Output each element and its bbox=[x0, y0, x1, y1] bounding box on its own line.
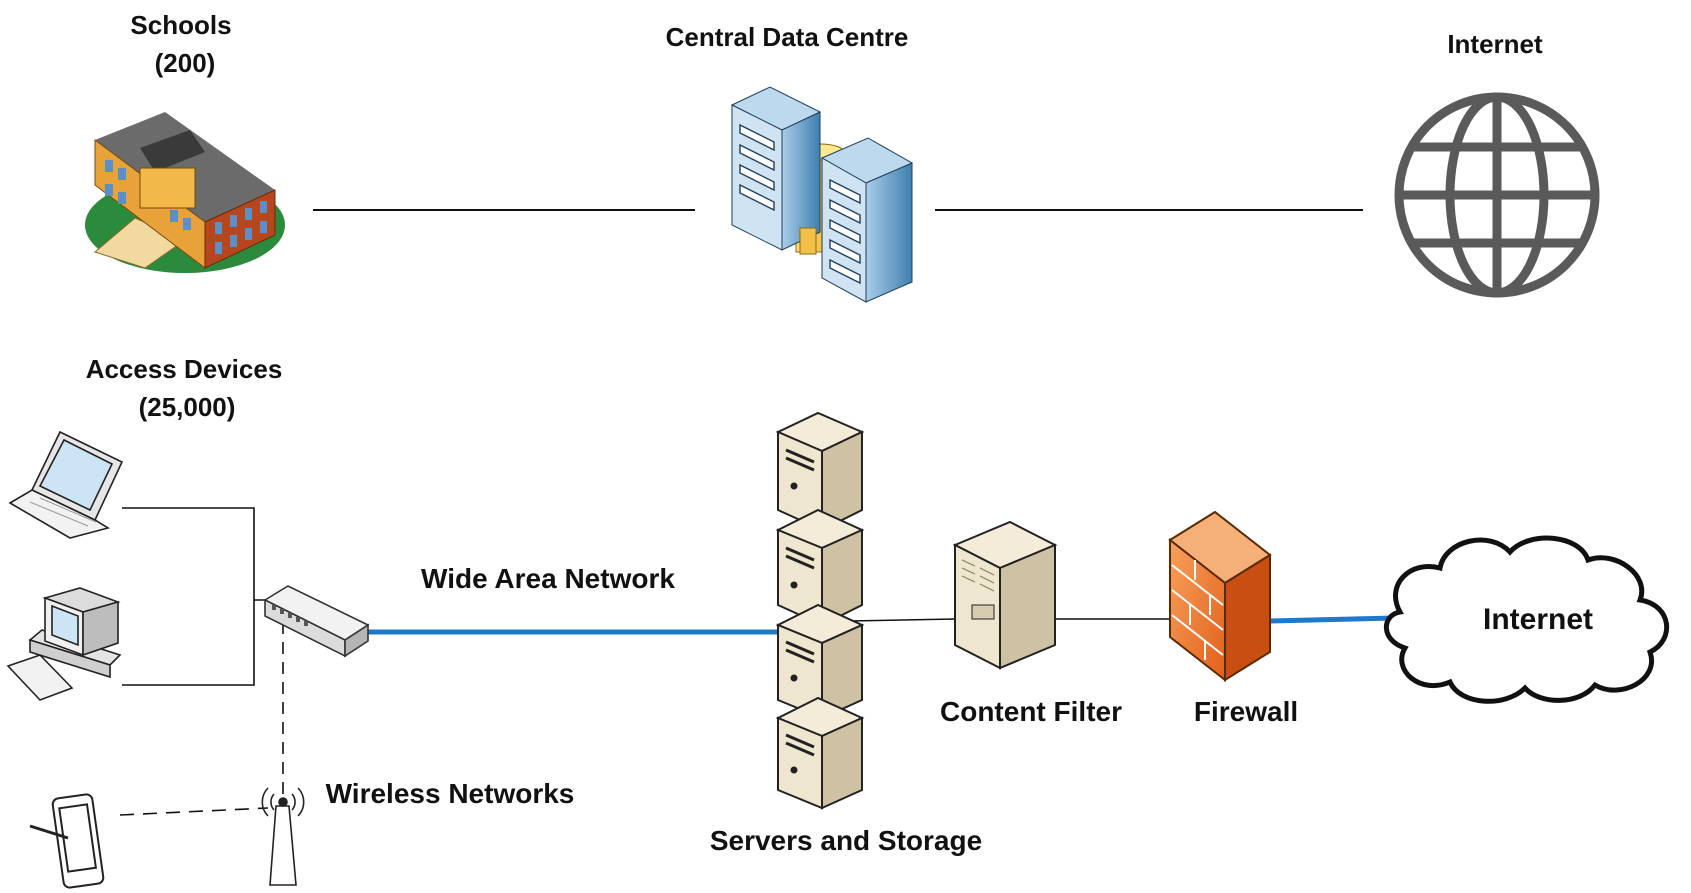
wireless-antenna-icon bbox=[261, 787, 305, 886]
schools-label-line2: (200) bbox=[155, 48, 216, 78]
tablet-icon bbox=[29, 793, 105, 889]
central-data-centre-label: Central Data Centre bbox=[666, 22, 909, 52]
internet-top-label: Internet bbox=[1447, 29, 1543, 59]
internet-cloud-label: Internet bbox=[1483, 603, 1593, 636]
firewall-icon bbox=[1168, 510, 1272, 683]
server-to-filter-link bbox=[849, 618, 956, 622]
desktop-link bbox=[122, 600, 255, 686]
access-devices-label-line2: (25,000) bbox=[139, 392, 236, 422]
network-switch-icon bbox=[263, 585, 370, 658]
firewall-to-internet-link bbox=[1269, 615, 1396, 624]
content-filter-label: Content Filter bbox=[940, 696, 1122, 727]
desktop-computer-icon bbox=[6, 587, 122, 701]
server-tower-1-icon bbox=[775, 411, 865, 532]
server-stack-icon bbox=[775, 411, 865, 810]
servers-and-storage-label: Servers and Storage bbox=[710, 825, 982, 856]
content-filter-icon bbox=[952, 520, 1058, 670]
wide-area-network-label: Wide Area Network bbox=[421, 563, 675, 594]
schools-label-line1: Schools bbox=[130, 10, 231, 40]
wireless-networks-label: Wireless Networks bbox=[326, 778, 575, 809]
server-tower-2-icon bbox=[775, 508, 865, 627]
internet-cloud-icon bbox=[1383, 535, 1669, 704]
datacentre-icon bbox=[730, 86, 914, 303]
firewall-label: Firewall bbox=[1194, 696, 1298, 727]
laptop-icon bbox=[8, 430, 124, 539]
server-tower-4-icon bbox=[775, 696, 865, 810]
laptop-link bbox=[122, 507, 268, 601]
school-building-icon bbox=[85, 112, 285, 273]
globe-icon bbox=[1394, 92, 1600, 298]
access-devices-label-line1: Access Devices bbox=[86, 354, 283, 384]
server-tower-3-icon bbox=[775, 603, 865, 720]
tablet-to-antenna-link bbox=[119, 807, 269, 816]
